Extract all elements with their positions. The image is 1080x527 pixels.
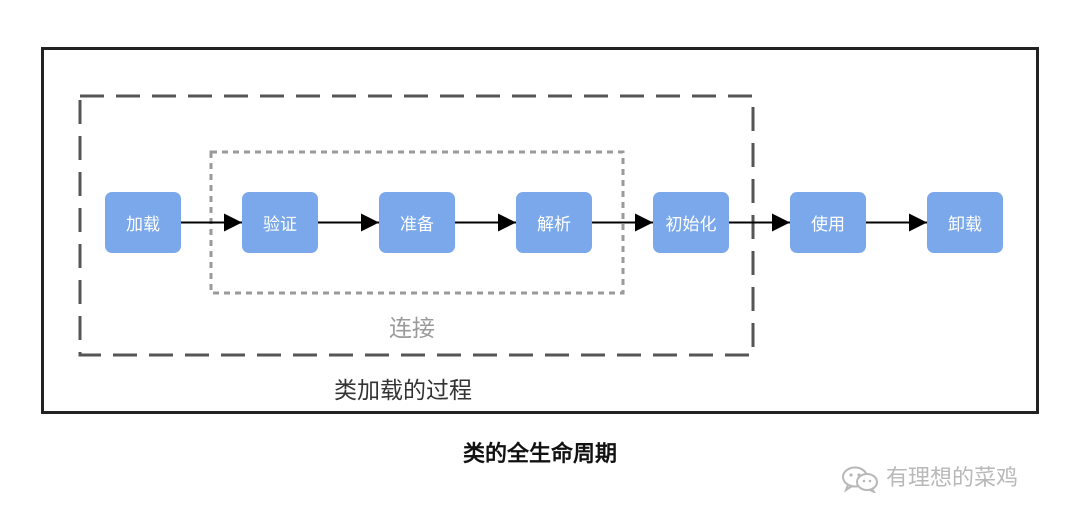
watermark: 有理想的菜鸡 [840,465,1018,493]
diagram-caption: 类的全生命周期 [462,442,617,467]
node-init: 初始化 [653,192,729,253]
node-load: 加载 [105,192,181,253]
linking-group-label: 连接 [389,316,435,342]
node-verify: 验证 [242,192,318,253]
watermark-text: 有理想的菜鸡 [886,466,1019,491]
outer-frame [41,47,1039,414]
node-use: 使用 [790,192,866,253]
node-prepare: 准备 [379,192,455,253]
class-loading-group-label: 类加载的过程 [334,378,472,404]
wechat-icon [842,466,878,493]
class-loading-group-border [78,94,755,357]
node-resolve: 解析 [516,192,592,253]
node-unload: 卸载 [927,192,1003,253]
